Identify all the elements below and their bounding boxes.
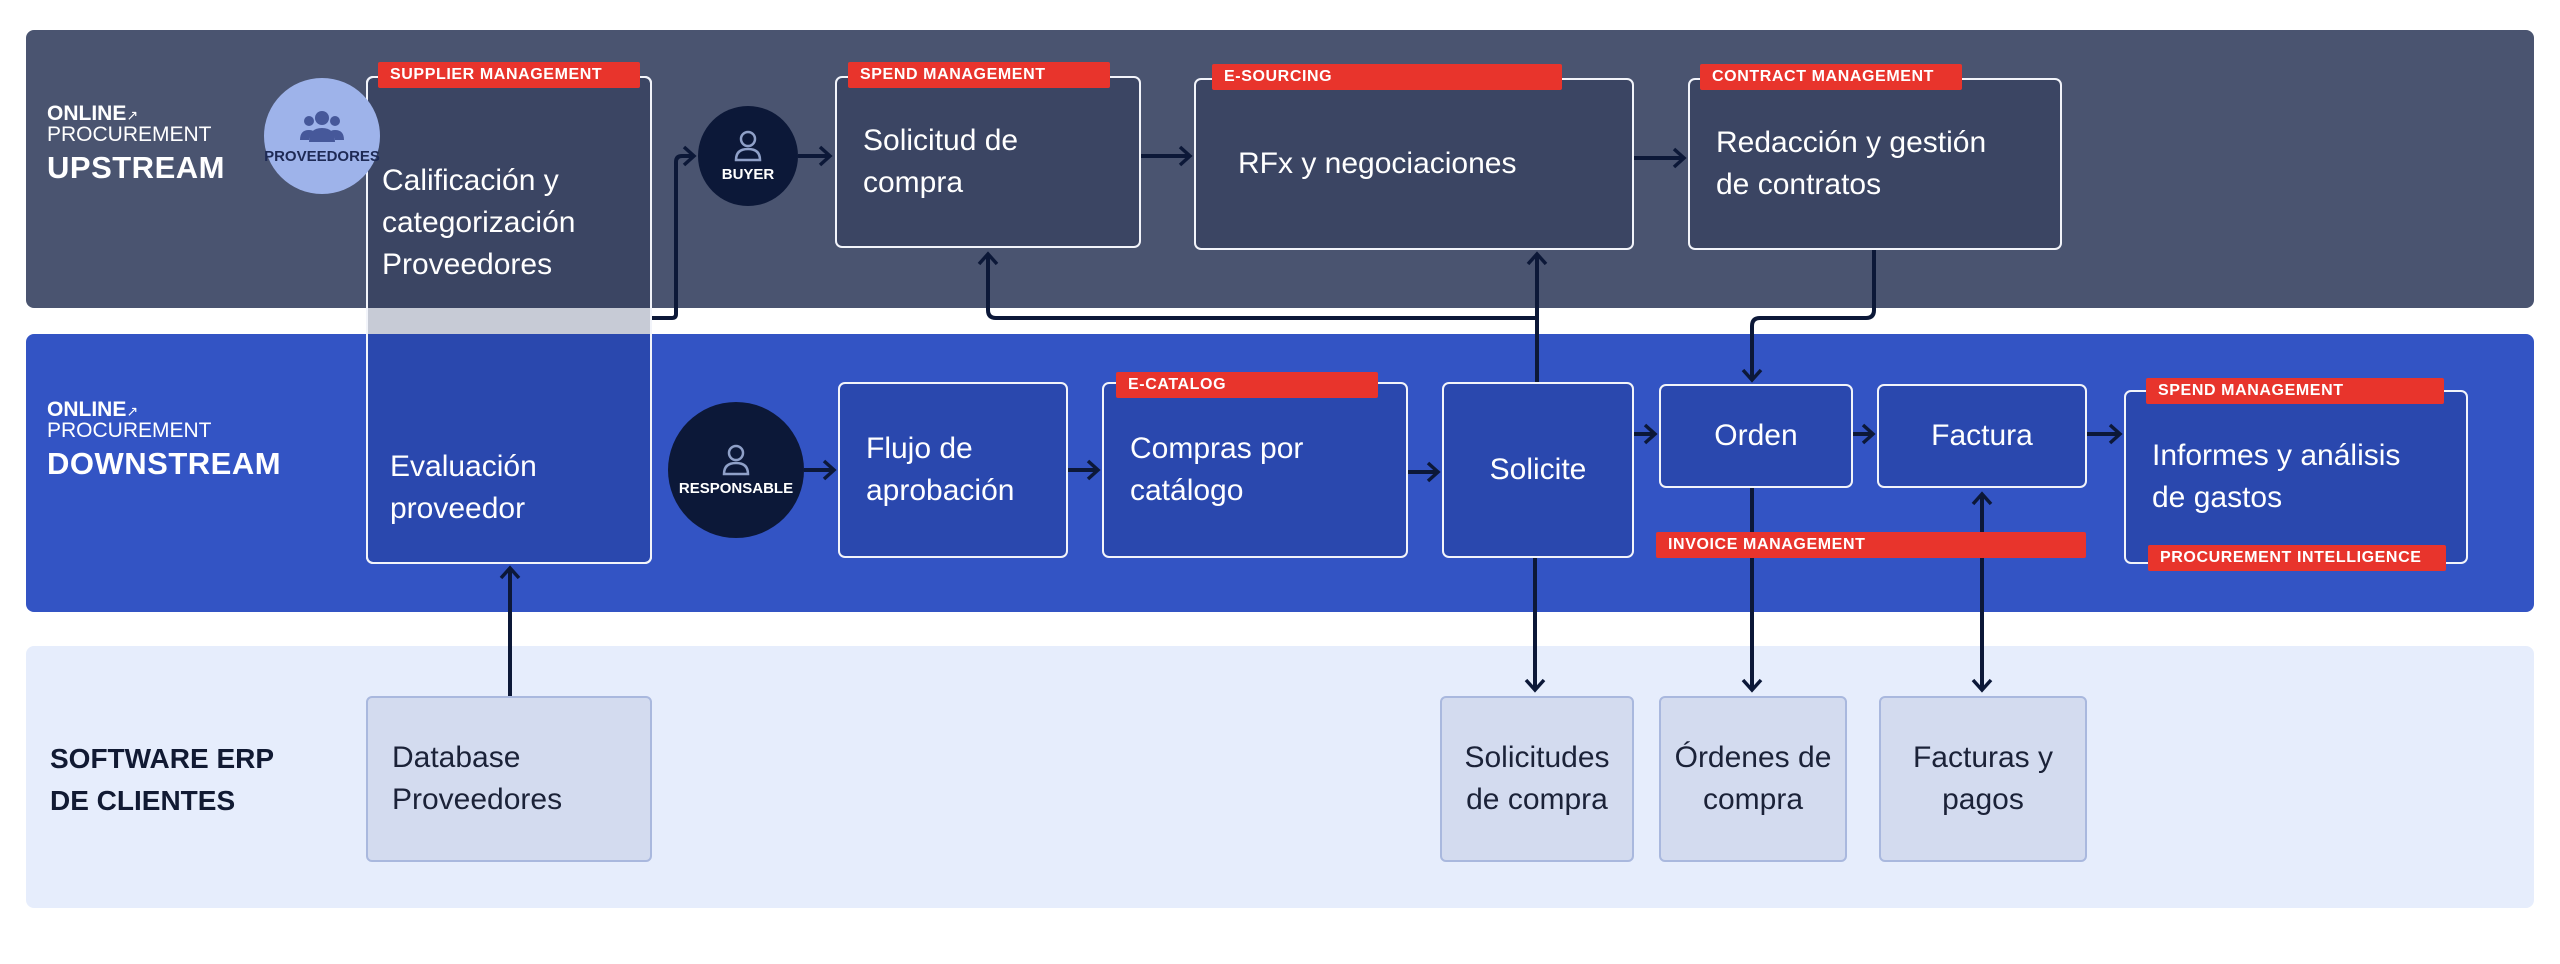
upstream-title: UPSTREAM [47,150,225,185]
database-line1: Database [392,741,521,774]
informes-box[interactable]: Informes y análisis de gastos [2124,390,2468,564]
brand-online: ONLINE↗ [47,398,139,421]
tag-procurement-intelligence: PROCUREMENT INTELLIGENCE [2148,545,2446,571]
solicitud-compra-box[interactable]: Solicitud de compra [835,76,1141,248]
brand-procurement: PROCUREMENT [47,419,212,442]
calificacion-line3: Proveedores [382,248,553,281]
informes-line2: de gastos [2152,481,2283,514]
sparkle-icon: ↗ [126,403,139,419]
compras-catalogo-line2: catálogo [1130,474,1244,507]
supplier-column-gap [368,308,650,334]
flujo-line2: aprobación [866,474,1015,507]
solicitudes-line2: de compra [1466,783,1608,816]
calificacion-text[interactable]: Calificación y categorización Proveedore… [382,160,575,286]
erp-label-line1: SOFTWARE ERP [50,743,275,774]
downstream-lane-label: ONLINE↗ PROCUREMENT DOWNSTREAM [47,398,282,482]
proveedores-actor: PROVEEDORES [264,78,380,194]
compras-catalogo-box[interactable]: Compras por catálogo [1102,382,1408,558]
responsable-label: RESPONSABLE [678,479,794,497]
tag-spend-management-up: SPEND MANAGEMENT [848,62,1110,88]
tag-e-sourcing: E-SOURCING [1212,64,1562,90]
facturas-pagos-box[interactable]: Facturas y pagos [1879,696,2087,862]
facturas-line1: Facturas y [1912,741,2054,774]
factura-label: Factura [1931,419,2033,452]
flujo-line1: Flujo de [866,432,973,465]
calificacion-line2: categorización [382,206,576,239]
ordenes-line1: Órdenes de [1674,741,1832,774]
erp-lane-label: SOFTWARE ERP DE CLIENTES [50,738,274,822]
solicitudes-line1: Solicitudes [1464,741,1610,774]
buyer-actor: BUYER [698,106,798,206]
solicite-box[interactable]: Solicite [1442,382,1634,558]
orden-label: Orden [1714,419,1798,452]
sparkle-icon: ↗ [126,107,139,123]
brand-online: ONLINE↗ [47,102,139,125]
database-line2: Proveedores [392,783,563,816]
person-icon [722,444,750,475]
calificacion-line1: Calificación y [382,164,559,197]
ordenes-line2: compra [1702,783,1804,816]
tag-invoice-management: INVOICE MANAGEMENT [1656,532,2086,558]
users-icon [300,110,344,142]
flujo-aprobacion-box[interactable]: Flujo de aprobación [838,382,1068,558]
facturas-line2: pagos [1942,783,2024,816]
downstream-title: DOWNSTREAM [47,446,282,481]
upstream-lane-label: ONLINE↗ PROCUREMENT UPSTREAM [47,102,225,186]
tag-supplier-management: SUPPLIER MANAGEMENT [378,62,640,88]
evaluacion-text[interactable]: Evaluación proveedor [390,446,537,530]
evaluacion-line1: Evaluación [390,450,537,483]
compras-catalogo-line1: Compras por [1130,432,1304,465]
rfx-label: RFx y negociaciones [1238,147,1517,180]
orden-box[interactable]: Orden [1659,384,1853,488]
redaccion-box[interactable]: Redacción y gestión de contratos [1688,78,2062,250]
buyer-label: BUYER [721,165,775,183]
evaluacion-line2: proveedor [390,492,526,525]
rfx-box[interactable]: RFx y negociaciones [1194,78,1634,250]
solicitud-compra-line1: Solicitud de [863,124,1019,157]
solicitudes-compra-box[interactable]: Solicitudes de compra [1440,696,1634,862]
tag-spend-management-down: SPEND MANAGEMENT [2146,378,2444,404]
redaccion-line1: Redacción y gestión [1716,126,1987,159]
tag-contract-management: CONTRACT MANAGEMENT [1700,64,1962,90]
brand-procurement: PROCUREMENT [47,123,212,146]
person-icon [734,130,762,161]
supplier-column-lower [368,334,650,562]
ordenes-compra-box[interactable]: Órdenes de compra [1659,696,1847,862]
informes-line1: Informes y análisis [2152,439,2401,472]
solicite-label: Solicite [1489,453,1587,486]
redaccion-line2: de contratos [1716,168,1882,201]
erp-label-line2: DE CLIENTES [50,785,236,816]
proveedores-label: PROVEEDORES [264,147,380,165]
supplier-column-upper [368,78,650,330]
responsable-actor: RESPONSABLE [668,402,804,538]
factura-box[interactable]: Factura [1877,384,2087,488]
solicitud-compra-line2: compra [863,166,964,199]
tag-e-catalog: E-CATALOG [1116,372,1378,398]
supplier-column-border [366,76,652,564]
